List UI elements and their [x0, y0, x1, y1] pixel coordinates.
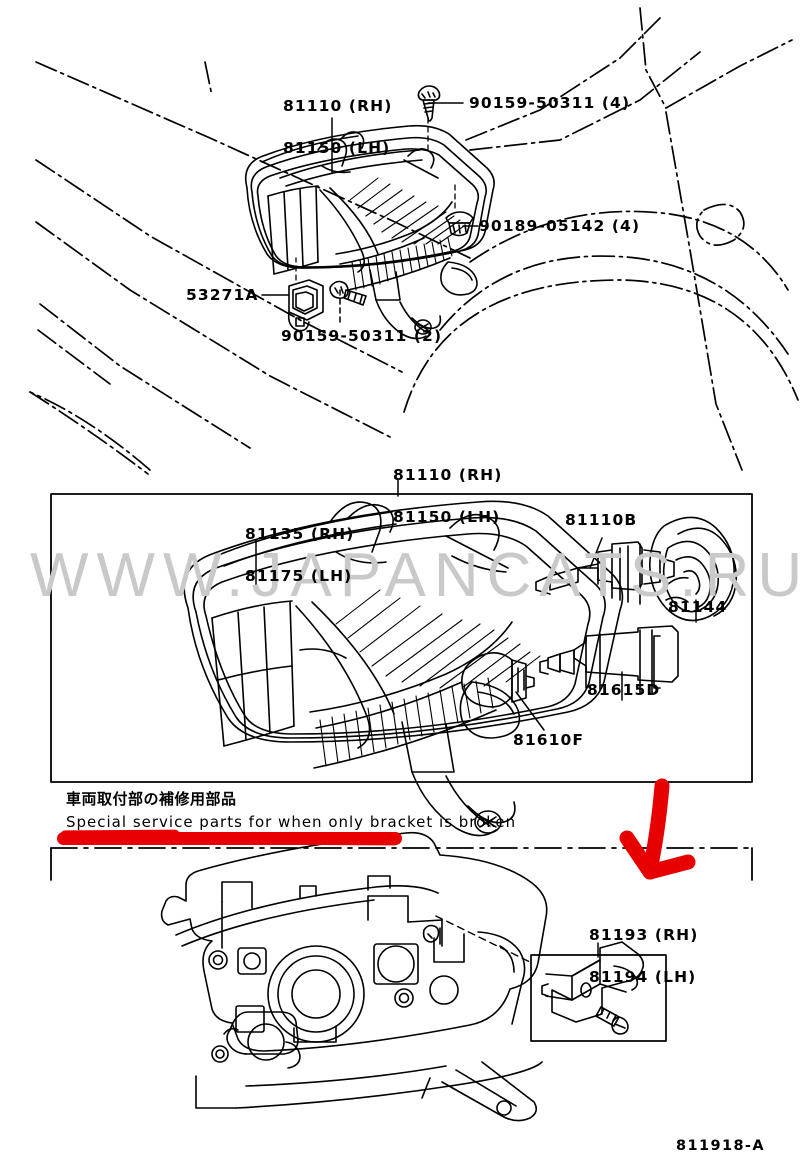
headlamp-housing-rear	[160, 831, 548, 1122]
headlamp-assembly-top	[244, 124, 495, 340]
nut-icon-top	[445, 211, 474, 237]
leader-bracket-dashed	[435, 915, 531, 963]
label-bulb-81110B: 81110B	[565, 511, 638, 529]
label-box-81150-lh: 81150 (LH)	[393, 508, 501, 526]
screw-icon-bottom	[329, 280, 367, 306]
label-cap-81144: 81144	[668, 598, 728, 616]
vehicle-body-outline	[29, 7, 799, 475]
clip-icon-53271A	[287, 279, 324, 332]
middle-box-frame	[50, 493, 753, 783]
label-nut: 90189-05142 (4)	[479, 217, 641, 235]
label-socket-81615D: 81615D	[587, 681, 661, 699]
label-box-81110-rh: 81110 (RH)	[393, 466, 503, 484]
page-code: 811918-A	[676, 1138, 765, 1154]
label-screw-upper: 90159-50311 (4)	[469, 94, 631, 112]
label-81193-rh: 81193 (RH)	[589, 926, 699, 944]
label-81110-rh: 81110 (RH)	[283, 97, 393, 115]
screw-icon-top	[417, 85, 441, 122]
caption-japanese: 車両取付部の補修用部品	[66, 790, 237, 808]
label-81194-lh: 81194 (LH)	[589, 968, 697, 986]
label-headlamp-top: 81110 (RH) 81150 (LH)	[257, 75, 392, 180]
cap-81144	[649, 516, 738, 622]
socket-81615D	[539, 625, 679, 695]
label-81150-lh: 81150 (LH)	[283, 139, 391, 157]
label-screw-lower: 90159-50311 (2)	[281, 327, 443, 345]
leader-lines-middle	[255, 537, 697, 731]
label-81175-lh: 81175 (LH)	[245, 567, 353, 585]
caption-english: Special service parts for when only brac…	[66, 813, 517, 831]
label-clip-53271A: 53271A	[186, 286, 259, 304]
label-bracket: 81193 (RH) 81194 (LH)	[563, 904, 698, 1009]
bulb-81610F	[461, 652, 535, 708]
bracket-81193	[541, 941, 645, 1035]
label-lens: 81135 (RH) 81175 (LH)	[219, 503, 354, 608]
headlamp-assembly-middle	[183, 500, 624, 837]
label-middle-box-title: 81110 (RH) 81150 (LH)	[367, 444, 502, 549]
label-81135-rh: 81135 (RH)	[245, 525, 355, 543]
label-bulb-81610F: 81610F	[513, 731, 585, 749]
watermark: WWW.JAPANCATS.RU	[30, 541, 800, 610]
